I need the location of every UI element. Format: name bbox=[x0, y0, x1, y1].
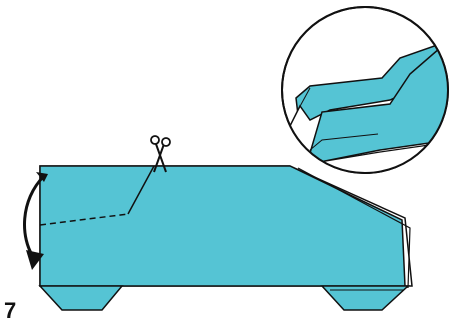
paper-edge-line bbox=[297, 167, 411, 289]
cut-line-dashed bbox=[39, 213, 129, 226]
left-bottom-flap bbox=[38, 285, 124, 311]
scissors-icon bbox=[150, 135, 171, 173]
paper-front-layer bbox=[39, 165, 406, 287]
detail-magnifier bbox=[281, 6, 449, 174]
fold-arrow-icon bbox=[23, 172, 48, 270]
paper-model bbox=[38, 165, 413, 311]
step-number: 7 bbox=[4, 298, 17, 323]
cut-line-solid bbox=[127, 165, 155, 215]
right-bottom-flap bbox=[320, 285, 410, 311]
